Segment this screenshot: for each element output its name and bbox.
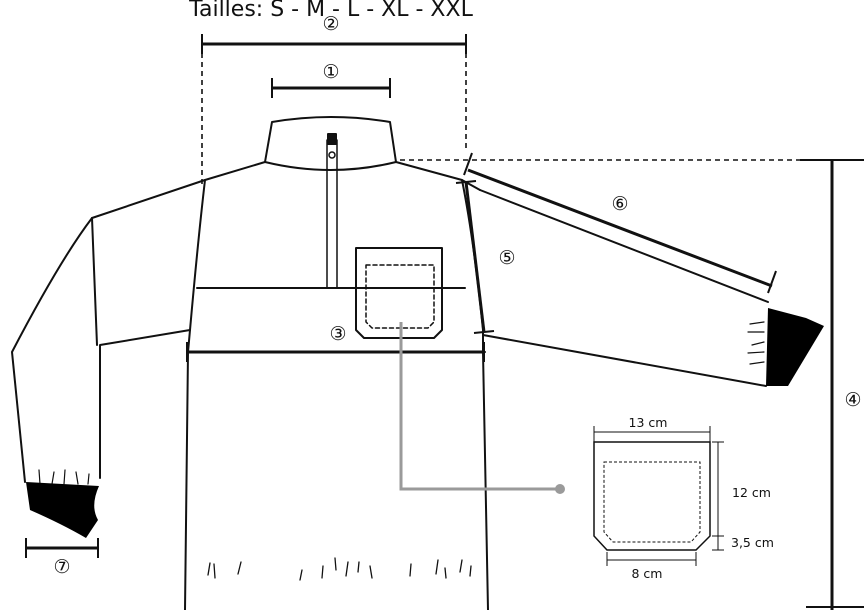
pocket-leader [399,322,565,494]
measurements [25,34,864,610]
measure-5-ticks [455,180,495,334]
chest-pocket-stitch [365,264,435,329]
pocket-height-line [712,441,724,537]
right-cuff [766,308,824,386]
pocket-width-bottom-line [606,552,697,566]
measure-6-line [467,168,773,288]
marker-1: ① [322,61,339,83]
pocket-corner-line [712,536,724,551]
shoulder-left [91,161,266,219]
measure-4-tick [800,159,864,608]
hem-ticks [207,557,472,581]
chest-pocket [355,247,443,339]
marker-2: ② [322,13,339,35]
marker-4: ④ [844,389,861,411]
jacket-drawing [11,116,769,611]
pocket-corner-label: 3,5 cm [731,535,774,550]
pocket-detail-outline [593,441,711,551]
sleeve-left-outer [11,217,93,483]
sleeve-right-lower [482,334,767,387]
pocket-width-top-label: 13 cm [629,415,668,430]
left-cuff-ticks [38,469,90,485]
measure-7-ticks [25,538,99,558]
measure-5-line [464,181,486,333]
measure-3-ticks [186,342,485,362]
zipper [326,139,338,289]
pocket-detail-stitch [603,461,701,543]
marker-6: ⑥ [611,193,628,215]
zipper-pull [327,133,337,145]
marker-3: ③ [329,323,346,345]
sleeve-left-inner [99,329,191,479]
body-left-side [184,179,206,611]
marker-5: ⑤ [498,247,515,269]
page-title: Tailles: S - M - L - XL - XXL [188,0,473,22]
left-cuff [26,482,99,538]
measure-2-ticks [201,34,467,54]
guide-lines [201,44,864,188]
marker-7: ⑦ [53,556,70,578]
measure-1-ticks [271,78,391,98]
measure-6-ticks [463,152,777,294]
pocket-width-top-line [593,426,711,442]
zipper-ring [328,151,336,159]
sleeve-left-seam [91,217,98,346]
pocket-detail [593,426,724,566]
sleeve-right-upper [479,189,769,303]
pocket-width-bottom-label: 8 cm [632,566,663,581]
right-cuff-ticks [747,321,765,365]
pocket-height-label: 12 cm [732,485,771,500]
